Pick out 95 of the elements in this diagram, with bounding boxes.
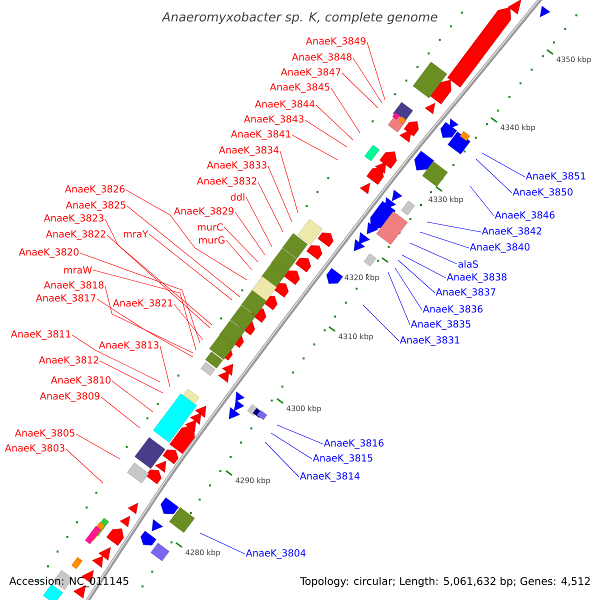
gene-label: AnaeK_3843 [244,115,304,125]
gene-label: mraW [64,266,92,274]
leader-line [388,272,410,326]
title: Anaeromyxobacter sp. K, complete genome [162,12,438,24]
leader-line [398,260,436,294]
leader-line [264,442,300,478]
leader-line [270,432,312,460]
leader-line [76,434,120,460]
gene-label: AnaeK_3823 [44,214,104,224]
gene-label: AnaeK_3841 [230,130,290,140]
leader-line [410,242,458,264]
leader-line [342,72,378,108]
leader-line [92,270,196,350]
leader-line [104,218,212,326]
leader-line [258,182,284,232]
gene-label: ddl [230,193,244,201]
gene-label: mraY [124,230,148,238]
accession-text: Accession: NC_011145 [9,576,128,588]
leader-line [96,298,194,358]
leader-line [234,212,266,256]
gene-label: AnaeK_3851 [526,172,586,182]
leader-line [148,234,232,300]
leader-line [482,152,526,178]
gene-label: AnaeK_3810 [50,376,111,386]
gene-label: AnaeK_3833 [206,161,266,171]
gene-label: AnaeK_3838 [446,273,506,283]
leader-line [394,268,422,310]
leader-line [100,396,140,428]
leader-line [352,58,382,104]
gene-label: AnaeK_3804 [246,549,306,559]
leader-line [226,240,252,270]
leader-line [104,286,194,354]
leader-line [66,448,104,484]
leader-line [100,360,164,394]
gene-label: AnaeK_3846 [494,211,555,221]
gene-label: AnaeK_3836 [422,305,483,315]
gene-label: alaS [458,260,478,268]
gene-label: AnaeK_3832 [196,177,256,187]
leader-line [126,206,240,298]
gene-label: murG [199,236,224,244]
gene-label: AnaeK_3834 [218,146,279,156]
gene-label: AnaeK_3842 [482,227,542,237]
gene-label: AnaeK_3837 [436,288,496,298]
gene-label: AnaeK_3849 [306,37,366,47]
gene-label: AnaeK_3820 [18,248,79,258]
gene-label: AnaeK_3848 [292,53,352,63]
leader-line [420,232,470,248]
gene-label: AnaeK_3818 [44,281,104,291]
gene-label: AnaeK_3814 [300,472,360,482]
leader-line [366,42,386,100]
leader-line [476,158,512,194]
gene-label: AnaeK_3825 [66,201,126,211]
leader-line [126,190,248,280]
gene-label: AnaeK_3811 [10,330,70,340]
leader-line [80,252,200,344]
gene-label: AnaeK_3817 [36,294,96,304]
leader-line [268,166,292,222]
leader-line [276,424,324,444]
gene-label: AnaeK_3847 [280,68,340,78]
leader-line [362,304,400,342]
leader-line [402,254,446,278]
leader-line [426,222,482,232]
leader-line [330,88,360,134]
leader-line [106,234,210,328]
leader-line [280,150,298,214]
gene-label: AnaeK_3840 [470,243,530,253]
leader-line [292,134,338,160]
leader-line [470,186,494,216]
gene-label: AnaeK_3845 [270,83,330,93]
gene-label: AnaeK_3829 [174,207,234,217]
genome-summary-text: Topology: circular; Length: 5,061,632 bp; Genes: 4,512 [300,576,590,588]
gene-label: AnaeK_3812 [38,356,98,366]
gene-label: AnaeK_3813 [98,341,158,351]
gene-label: AnaeK_3805 [14,429,74,439]
leader-line [246,196,272,248]
gene-label: AnaeK_3844 [254,100,315,110]
gene-label: AnaeK_3816 [324,439,384,449]
gene-label: AnaeK_3815 [312,454,372,464]
leader-line [112,380,154,412]
gene-label: AnaeK_3850 [512,188,573,198]
leader-line [224,226,258,262]
gene-label: AnaeK_3809 [40,392,100,402]
gene-label: AnaeK_3826 [64,185,125,195]
leader-line [160,346,170,388]
gene-label: AnaeK_3835 [410,320,470,330]
leader-line [200,532,246,554]
gene-label: AnaeK_3822 [46,230,106,240]
leader-line [72,334,160,382]
leader-line [174,304,204,340]
gene-label: AnaeK_3803 [4,444,64,454]
gene-label: murC [198,223,223,231]
gene-label: AnaeK_3821 [112,299,172,309]
gene-label: AnaeK_3831 [400,336,460,346]
leader-line [304,120,348,148]
leader-line [316,104,354,140]
